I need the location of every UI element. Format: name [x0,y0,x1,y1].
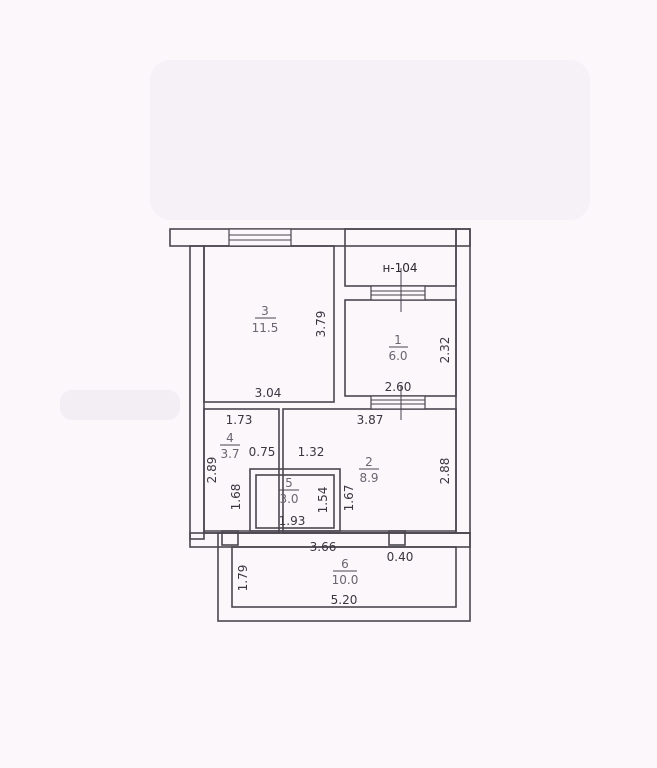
dim-room3-width: 3.04 [255,386,282,400]
dim-room5-height: 1.54 [316,487,330,514]
room-number: 1 [394,333,402,347]
dim-room4-top: 1.73 [226,413,253,427]
room-area: 8.9 [359,471,378,485]
room-5-label: 5 3.0 [279,476,299,506]
dim-room6-height: 1.79 [236,565,250,592]
room-area: 11.5 [252,321,279,335]
room-number: 6 [341,557,349,571]
room-4-label: 4 3.7 [220,431,240,461]
window-room-1-top [370,268,426,312]
dim-room6-width: 5.20 [331,593,358,607]
dim-room4-height: 2.89 [205,457,219,484]
dim-room4-inner: 1.68 [229,484,243,511]
background-smudge [60,390,180,420]
dim-room2-top: 3.87 [357,413,384,427]
dim-room4-right: 0.75 [249,445,276,459]
dim-room6-top: 3.66 [310,540,337,554]
dim-room6-post: 0.40 [387,550,414,564]
room-3-label: 3 11.5 [252,304,279,335]
dim-room3-height: 3.79 [314,311,328,338]
dim-room1-height: 2.32 [438,337,452,364]
room-2-label: 2 8.9 [359,455,379,485]
room-5-inner [255,474,335,529]
room-number: 2 [365,455,373,469]
room-1-label: 1 6.0 [388,333,408,363]
room-6-label: 6 10.0 [332,557,359,587]
window-room-1-bottom [370,386,426,420]
balcony-tag: н-104 [382,261,417,275]
room-4-outline [203,408,280,534]
room-area: 6.0 [388,349,407,363]
dim-room1-width: 2.60 [385,380,412,394]
dim-room2-height: 2.88 [438,458,452,485]
room-area: 3.0 [279,492,298,506]
dim-room5-width: 1.93 [279,514,306,528]
background-smudge [150,60,590,220]
room-number: 4 [226,431,234,445]
room-number: 3 [261,304,269,318]
dim-room2-left: 1.67 [342,485,356,512]
room-area: 10.0 [332,573,359,587]
window-top [228,228,292,247]
dim-room2-inner: 1.32 [298,445,325,459]
room-number: 5 [285,476,293,490]
room-area: 3.7 [220,447,239,461]
room-2-outline [282,408,457,534]
